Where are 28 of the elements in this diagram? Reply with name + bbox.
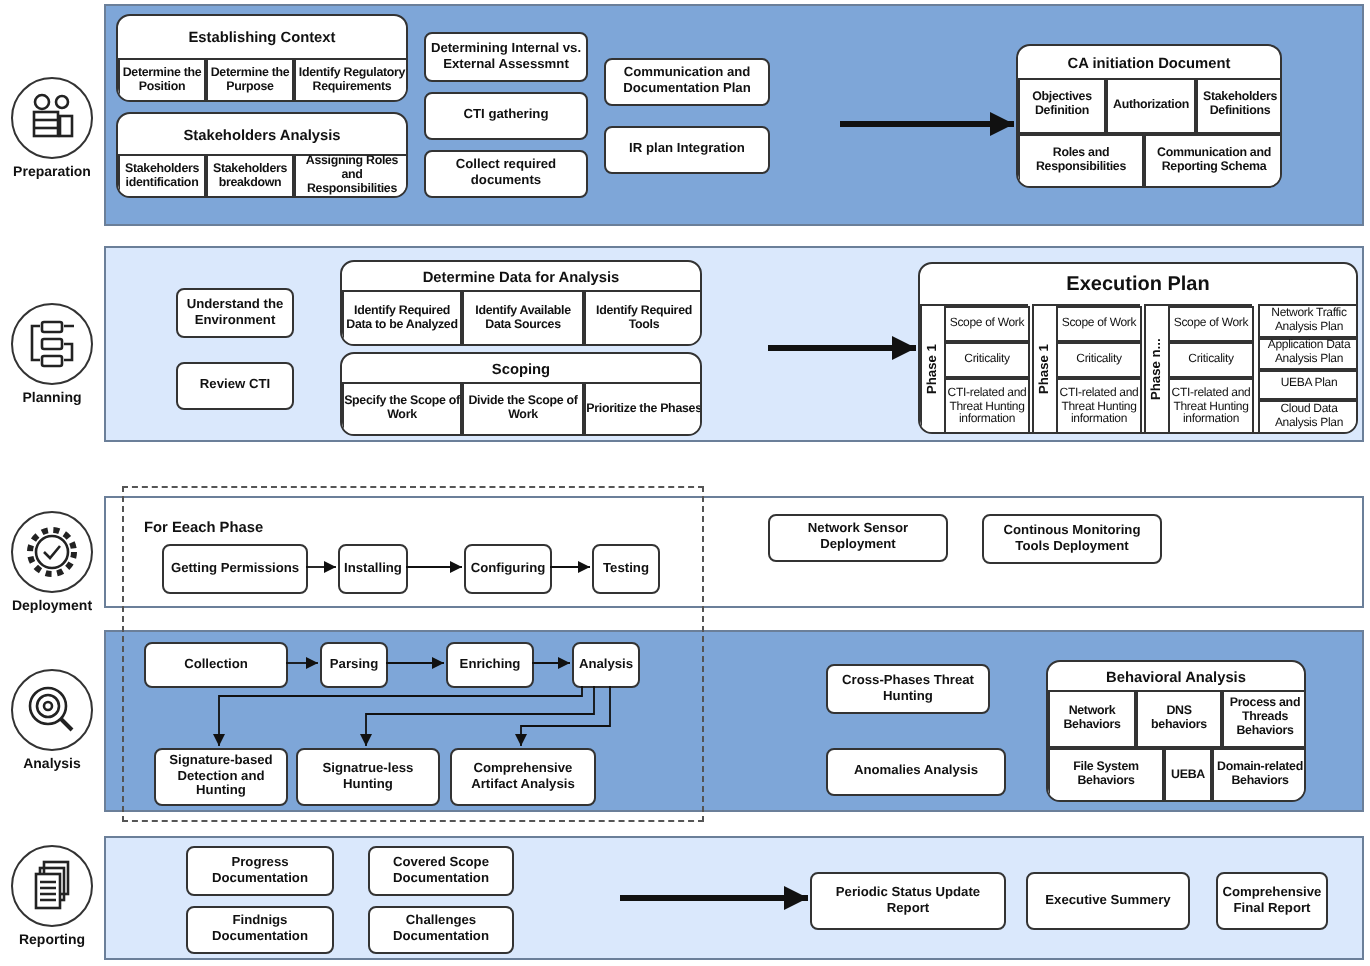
lane-band xyxy=(104,496,1364,608)
arrow xyxy=(305,561,337,573)
phase-column xyxy=(1144,304,1252,432)
group-panel xyxy=(116,112,408,198)
arrow xyxy=(385,657,445,669)
arrow xyxy=(405,561,463,573)
group-panel xyxy=(1046,660,1306,802)
group-heading: Execution Plan xyxy=(1064,271,1212,299)
group-panel xyxy=(340,352,702,436)
phase-column xyxy=(920,304,1028,432)
arrow xyxy=(515,685,611,747)
group-panel xyxy=(116,14,408,102)
arrow xyxy=(213,685,583,747)
group-panel xyxy=(1016,44,1282,188)
arrow xyxy=(768,336,916,360)
group-panel xyxy=(340,260,702,346)
group-panel xyxy=(918,262,1358,434)
lane-band xyxy=(104,4,1364,226)
arrow xyxy=(360,685,595,747)
arrow xyxy=(549,561,591,573)
lane-band xyxy=(104,630,1364,812)
phase-column xyxy=(1032,304,1140,432)
lane-band xyxy=(104,836,1364,960)
arrow xyxy=(840,112,1014,136)
arrow xyxy=(285,657,319,669)
arrow xyxy=(620,886,808,910)
lane-band xyxy=(104,246,1364,442)
arrow xyxy=(531,657,571,669)
